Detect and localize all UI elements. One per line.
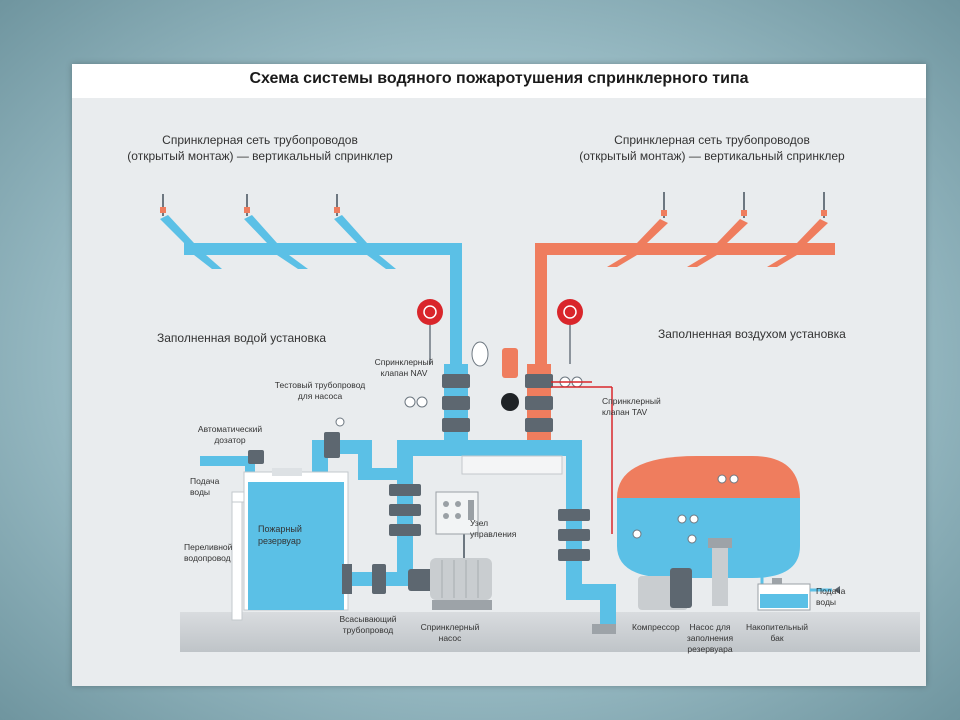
valve-tav-icon: [501, 348, 553, 454]
label-valve-tav-1: Спринклерный: [602, 396, 661, 406]
sprinkler-pump-icon: [408, 558, 492, 610]
label-valve-nav-2: клапан NAV: [381, 368, 428, 378]
fire-tank: [243, 468, 349, 611]
fill-pump-icon: [708, 538, 764, 606]
inlet-arrow-icon: [834, 586, 840, 594]
air-branch-pipe: [607, 219, 828, 267]
sprinkler-system-diagram: Спринклерная сеть трубопроводов (открыты…: [72, 98, 926, 686]
water-inlet-pipe: [200, 450, 264, 486]
label-net-right-1: Спринклерная сеть трубопроводов: [614, 133, 810, 147]
label-net-left-1: Спринклерная сеть трубопроводов: [162, 133, 358, 147]
sprinkler-head-icon: [160, 194, 340, 216]
pressure-tank: [617, 456, 800, 602]
storage-tank-icon: [757, 583, 832, 611]
page-title: Схема системы водяного пожаротушения спр…: [249, 70, 749, 87]
label-test-pipe-1: Тестовый трубопровод: [275, 380, 365, 390]
label-control-1: Узел: [470, 518, 488, 528]
drain: [592, 624, 616, 634]
label-storage-2: бак: [770, 633, 783, 643]
label-water-in-right-2: воды: [816, 597, 836, 607]
label-valve-tav-2: клапан TAV: [602, 407, 647, 417]
label-pump-2: насос: [439, 633, 462, 643]
water-branch-pipe: [160, 215, 396, 269]
compressor-icon: [638, 568, 692, 610]
label-fill-pump-2: заполнения: [687, 633, 734, 643]
label-net-left-2: (открытый монтаж) — вертикальный спринкл…: [127, 149, 393, 163]
alarm-bell-icon: [417, 299, 583, 364]
slide: Спринклерная сеть трубопроводов (открыты…: [72, 64, 926, 686]
label-compressor: Компрессор: [632, 622, 680, 632]
label-pump-1: Спринклерный: [421, 622, 480, 632]
label-test-pipe-2: для насоса: [298, 391, 343, 401]
label-control-2: управления: [470, 529, 517, 539]
floor: [180, 612, 920, 652]
valve-nav-icon: [442, 341, 489, 454]
air-sprinkler-network: [535, 192, 835, 413]
label-storage-1: Накопительный: [746, 622, 808, 632]
label-air-system: Заполненная воздухом установка: [658, 327, 846, 341]
label-tank-2: резервуар: [258, 536, 301, 546]
label-overflow-2: водопровод: [184, 553, 231, 563]
label-suction-2: трубопровод: [343, 625, 393, 635]
label-water-in-right-1: Подача: [816, 586, 846, 596]
label-valve-nav-1: Спринклерный: [375, 357, 434, 367]
label-water-in-left-2: воды: [190, 487, 210, 497]
overflow-pipe: [231, 491, 243, 621]
label-dosing-1: Автоматический: [198, 424, 262, 434]
label-water-in-left-1: Подача: [190, 476, 220, 486]
label-suction-1: Всасывающий: [339, 614, 396, 624]
control-panel-icon: [435, 491, 479, 558]
drain-tray: [461, 455, 563, 475]
sprinkler-head-icon: [661, 192, 827, 218]
label-water-system: Заполненная водой установка: [157, 331, 326, 345]
label-fill-pump-3: резервуара: [687, 644, 732, 654]
label-net-right-2: (открытый монтаж) — вертикальный спринкл…: [579, 149, 845, 163]
inlet-arrow-icon: [200, 456, 208, 466]
label-overflow-1: Переливной: [184, 542, 233, 552]
label-dosing-2: дозатор: [214, 435, 246, 445]
label-tank-1: Пожарный: [258, 524, 302, 534]
label-fill-pump-1: Насос для: [689, 622, 730, 632]
